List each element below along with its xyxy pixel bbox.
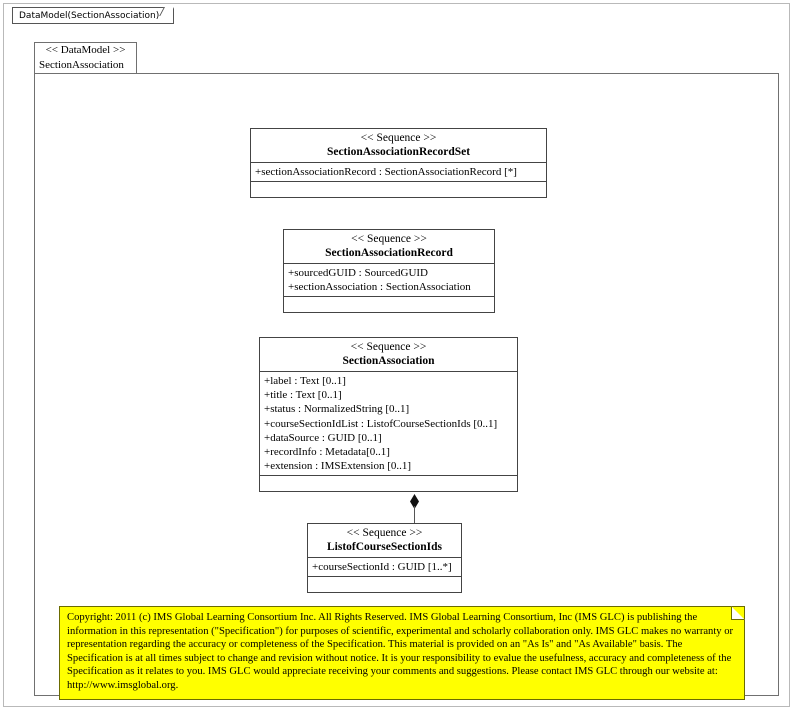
attribute-row: +label : Text [0..1] <box>264 375 346 387</box>
diagram-frame-tab-label: DataModel(SectionAssociation) <box>19 11 160 21</box>
package-name: SectionAssociation <box>39 59 124 71</box>
class-listof-course-section-ids[interactable]: << Sequence >> ListofCourseSectionIds +c… <box>307 523 462 594</box>
class-name: SectionAssociation <box>342 355 435 367</box>
attribute-row: +recordInfo : Metadata[0..1] <box>264 446 390 459</box>
class-stereotype: << Sequence >> <box>360 132 437 144</box>
class-header: << Sequence >> ListofCourseSectionIds <box>308 524 461 558</box>
attribute-row: +title : Text [0..1] <box>264 389 342 402</box>
class-stereotype: << Sequence >> <box>351 233 427 245</box>
attribute-row: +courseSectionId : GUID [1..*] <box>312 561 452 573</box>
package-body: << Sequence >> SectionAssociationRecordS… <box>34 73 779 700</box>
attribute-row: +sectionAssociation : SectionAssociation <box>288 281 471 294</box>
attribute-row: +extension : IMSExtension [0..1] <box>264 460 412 473</box>
connector-association-to-list <box>409 494 420 526</box>
class-operations <box>251 182 546 197</box>
class-header: << Sequence >> SectionAssociation <box>260 338 517 372</box>
class-name: ListofCourseSectionIds <box>326 541 442 553</box>
class-operations <box>284 297 494 312</box>
package-frame: << DataModel >> SectionAssociation << Se… <box>34 42 779 700</box>
class-attributes: +label : Text [0..1] +title : Text [0..1… <box>260 372 517 477</box>
attribute-row: +sectionAssociationRecord : SectionAssoc… <box>255 166 517 178</box>
class-operations <box>260 476 517 491</box>
class-attributes: +sectionAssociationRecord : SectionAssoc… <box>251 163 546 183</box>
diagram-frame-tab: DataModel(SectionAssociation) <box>12 7 175 24</box>
attribute-row: +status : NormalizedString [0..1] <box>264 403 410 416</box>
diagram-frame: DataModel(SectionAssociation) << DataMod… <box>3 3 790 707</box>
class-attributes: +courseSectionId : GUID [1..*] <box>308 558 461 578</box>
class-section-association[interactable]: << Sequence >> SectionAssociation +label… <box>259 337 518 493</box>
connector-line <box>414 506 415 526</box>
composition-diamond-icon <box>410 494 419 509</box>
package-stereotype: << DataModel >> <box>45 44 126 56</box>
class-attributes: +sourcedGUID : SourcedGUID +sectionAssoc… <box>284 264 494 298</box>
class-header: << Sequence >> SectionAssociationRecordS… <box>251 129 546 163</box>
attribute-row: +dataSource : GUID [0..1] <box>264 431 382 444</box>
package-tab: << DataModel >> SectionAssociation <box>34 42 137 74</box>
attribute-row: +courseSectionIdList : ListofCourseSecti… <box>264 417 498 430</box>
class-section-association-record-set[interactable]: << Sequence >> SectionAssociationRecordS… <box>250 128 547 199</box>
class-operations <box>308 577 461 592</box>
class-name: SectionAssociationRecord <box>325 247 453 259</box>
copyright-note: Copyright: 2011 (c) IMS Global Learning … <box>59 606 745 700</box>
class-name: SectionAssociationRecordSet <box>326 146 471 158</box>
attribute-row: +sourcedGUID : SourcedGUID <box>288 267 429 279</box>
class-header: << Sequence >> SectionAssociationRecord <box>284 230 494 264</box>
copyright-note-text: Copyright: 2011 (c) IMS Global Learning … <box>67 612 734 691</box>
class-section-association-record[interactable]: << Sequence >> SectionAssociationRecord … <box>283 229 495 314</box>
class-stereotype: << Sequence >> <box>346 527 423 539</box>
class-stereotype: << Sequence >> <box>350 341 427 353</box>
